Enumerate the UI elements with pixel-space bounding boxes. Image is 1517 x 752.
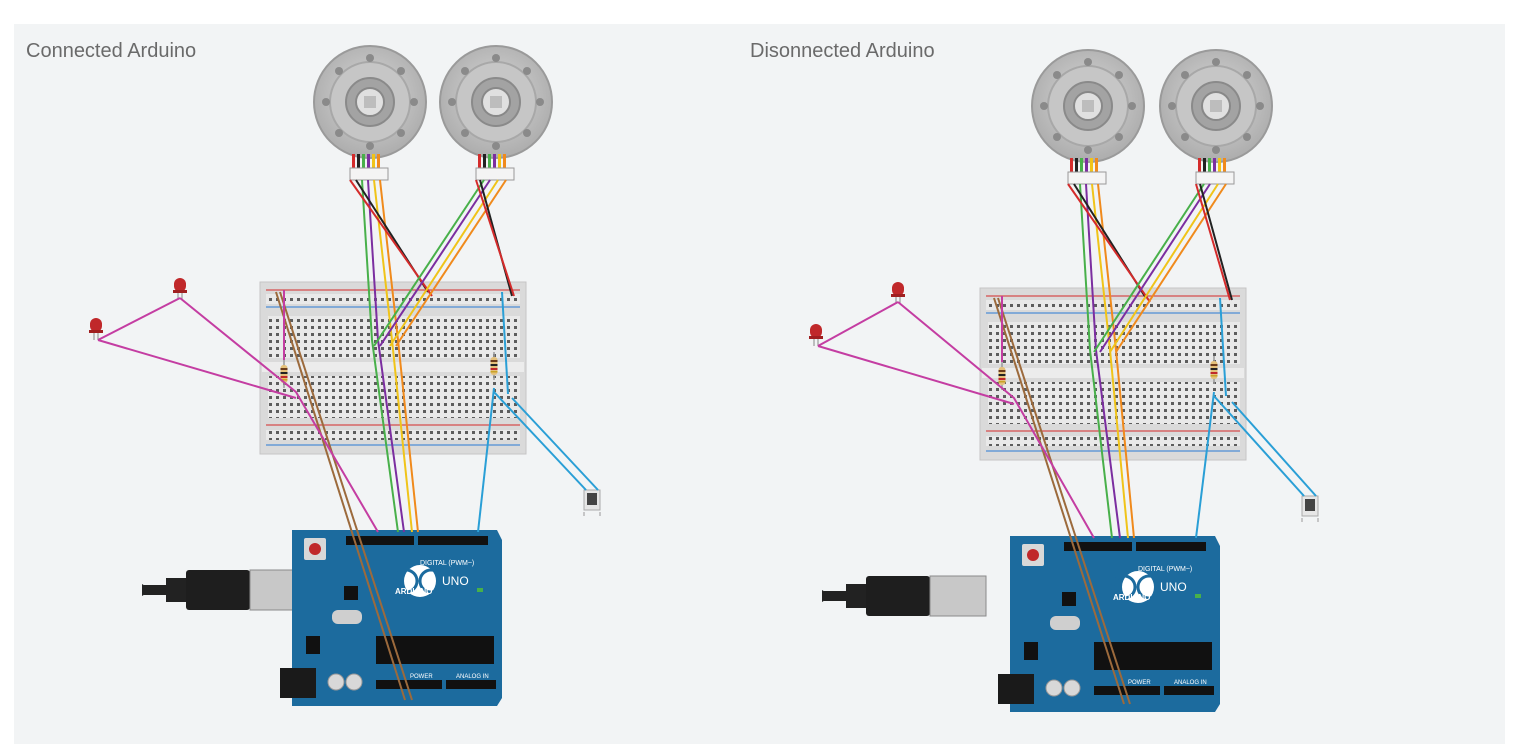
wire-green-left-2 [373, 179, 485, 347]
wire-brown-right-1 [993, 297, 1125, 705]
wires-left [97, 179, 599, 701]
led-2-right [808, 323, 824, 347]
wire-blue-left-3 [511, 397, 599, 491]
wire-magenta-left-3 [97, 339, 297, 399]
led-2-left [88, 317, 104, 341]
wire-purple-right-2 [1099, 183, 1211, 353]
analog-label-left: ANALOG IN [456, 674, 489, 680]
pushbutton-left[interactable] [583, 489, 601, 517]
arduino-brand-right: ARDUINO [1113, 593, 1150, 602]
led-1-left [172, 277, 188, 301]
wire-blue-left-1 [477, 387, 495, 533]
wire-green-right-2 [1093, 183, 1205, 353]
wire-orange-left-1 [379, 179, 419, 533]
wire-blue-left-4 [501, 291, 509, 395]
wire-red-left-1 [349, 179, 433, 297]
digital-label-right: DIGITAL (PWM~) [1138, 566, 1192, 573]
stepper-motor-1-left [313, 45, 427, 181]
wire-yellow-left-2 [389, 179, 499, 347]
stepper-motor-1-right [1031, 49, 1145, 185]
wires-right [817, 183, 1317, 705]
panel-title-disconnected: Disonnected Arduino [750, 40, 935, 62]
wire-brown-right-2 [997, 297, 1131, 705]
wire-magenta-left-2 [97, 297, 181, 341]
wire-green-right-1 [1079, 183, 1113, 539]
wire-purple-left-2 [379, 179, 491, 347]
wire-red-right-1 [1067, 183, 1151, 303]
wire-blue-right-3 [1231, 401, 1317, 497]
wire-magenta-right-3 [817, 345, 1015, 405]
wire-red-left-2 [475, 179, 515, 297]
wire-blue-left-2 [493, 391, 587, 491]
wire-magenta-left-1 [179, 297, 379, 533]
arduino-model-right: UNO [1160, 580, 1187, 594]
wire-magenta-right-2 [817, 301, 899, 347]
wire-green-left-1 [361, 179, 399, 533]
wire-red-right-2 [1195, 183, 1231, 301]
wire-blue-right-2 [1213, 395, 1305, 497]
usb-cable-right [821, 575, 987, 617]
wire-blue-right-4 [1219, 297, 1227, 397]
power-label-right: POWER [1128, 680, 1151, 686]
panel-title-connected: Connected Arduino [26, 40, 197, 62]
arduino-model-left: UNO [442, 574, 469, 588]
led-1-right [890, 281, 906, 305]
wire-blue-right-1 [1195, 391, 1215, 539]
arduino-uno-left: ARDUINO UNO DIGITAL (PWM~) POWER ANALOG … [278, 528, 504, 708]
arduino-brand-left: ARDUINO [395, 587, 432, 596]
pushbutton-right[interactable] [1301, 495, 1319, 523]
analog-label-right: ANALOG IN [1174, 680, 1207, 686]
wire-brown-left-1 [275, 291, 406, 701]
stepper-motor-2-right [1159, 49, 1273, 185]
wire-yellow-left-1 [373, 179, 413, 533]
stepper-motor-2-left [439, 45, 553, 181]
power-label-left: POWER [410, 674, 433, 680]
arduino-uno-right: ARDUINO UNO DIGITAL (PWM~) POWER ANALOG … [996, 534, 1222, 714]
wire-orange-right-1 [1097, 183, 1135, 539]
wire-brown-left-2 [279, 291, 413, 701]
wire-black-right-2 [1199, 183, 1233, 301]
wire-yellow-right-2 [1109, 183, 1219, 353]
usb-cable-left [141, 569, 307, 611]
wire-magenta-right-1 [897, 301, 1095, 539]
wire-yellow-right-1 [1091, 183, 1129, 539]
digital-label-left: DIGITAL (PWM~) [420, 560, 474, 567]
